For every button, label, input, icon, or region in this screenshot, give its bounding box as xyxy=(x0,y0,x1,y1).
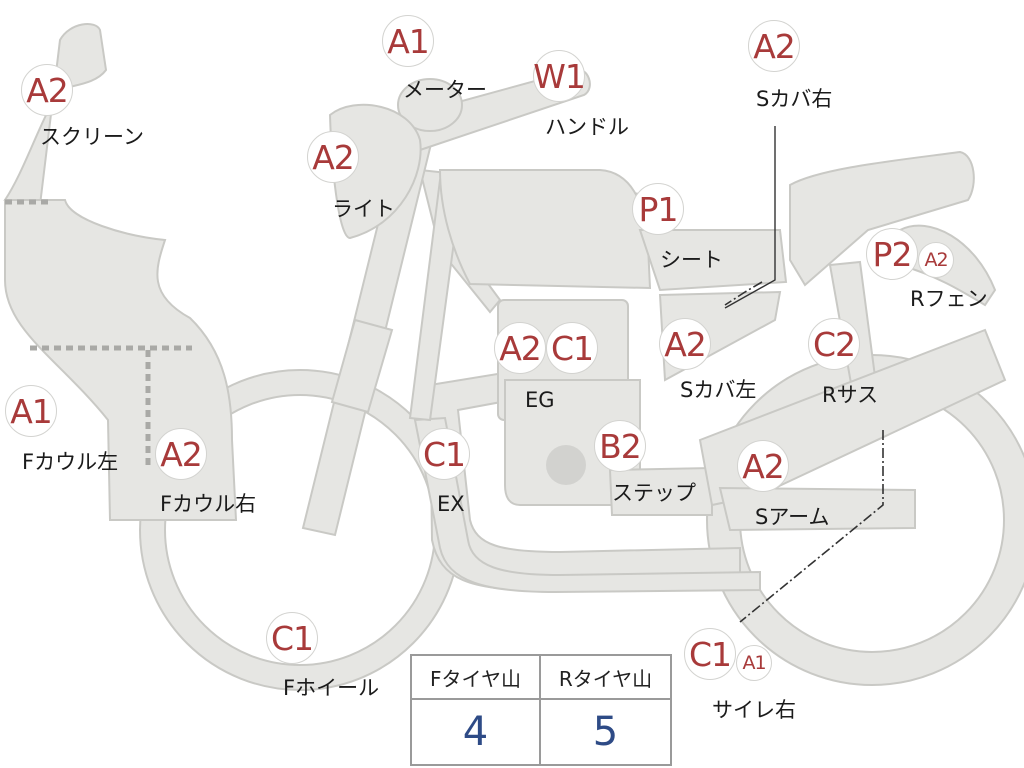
part-label: EX xyxy=(437,492,465,516)
part-label: Fホイール xyxy=(283,676,380,700)
tire-tread-table: Fタイヤ山 Rタイヤ山 4 5 xyxy=(410,654,672,766)
part-label: Sアーム xyxy=(755,505,830,529)
grade-badge: A2 xyxy=(21,64,73,116)
grade-badge: A1 xyxy=(5,385,57,437)
part-label: EG xyxy=(525,388,555,412)
grade-badge: A2 xyxy=(494,322,546,374)
grade-badge: C2 xyxy=(808,318,860,370)
front-tire-header: Fタイヤ山 xyxy=(412,656,541,700)
part-label: ライト xyxy=(332,197,395,221)
grade-badge-secondary: C1 xyxy=(546,322,598,374)
part-label: サイレ右 xyxy=(712,698,796,722)
part-label: メーター xyxy=(403,78,487,102)
grade-badge: C1 xyxy=(418,428,470,480)
grade-badge: C1 xyxy=(266,612,318,664)
grade-badge: C1 xyxy=(684,628,736,680)
seat-shape xyxy=(638,229,788,292)
rear-tire-header: Rタイヤ山 xyxy=(541,656,670,700)
part-label: シート xyxy=(660,248,723,272)
meter-shape xyxy=(397,78,463,132)
part-label: Rフェン xyxy=(910,287,988,311)
grade-badge: P1 xyxy=(632,183,684,235)
grade-badge-secondary: A1 xyxy=(736,645,772,681)
fork-cover-shape xyxy=(330,318,394,414)
grade-badge: A2 xyxy=(748,20,800,72)
part-label: Sカバ右 xyxy=(756,87,833,111)
part-label: Fカウル右 xyxy=(160,492,257,516)
grade-badge: A2 xyxy=(307,131,359,183)
part-label: Sカバ左 xyxy=(680,378,757,402)
grade-badge: W1 xyxy=(533,50,586,102)
part-label: Fカウル左 xyxy=(22,450,119,474)
exhaust-pipe-lower-shape xyxy=(413,416,761,594)
part-label: スクリーン xyxy=(40,125,144,149)
grade-badge: A2 xyxy=(737,440,789,492)
grade-badge-secondary: A2 xyxy=(918,242,954,278)
tail-cowl-shape xyxy=(789,150,975,287)
fuel-tank-shape xyxy=(438,169,652,290)
grade-badge: A1 xyxy=(382,15,434,67)
part-label: ステップ xyxy=(612,481,696,505)
grade-badge: A2 xyxy=(659,318,711,370)
windscreen-shape xyxy=(3,23,108,207)
grade-badge: A2 xyxy=(155,428,207,480)
step-shape xyxy=(608,466,713,516)
rear-tire-value: 5 xyxy=(592,709,619,755)
grade-badge: P2 xyxy=(866,228,918,280)
grade-badge: B2 xyxy=(594,420,646,472)
front-tire-value: 4 xyxy=(412,700,541,764)
part-label: ハンドル xyxy=(545,115,629,139)
part-label: Rサス xyxy=(822,383,879,407)
